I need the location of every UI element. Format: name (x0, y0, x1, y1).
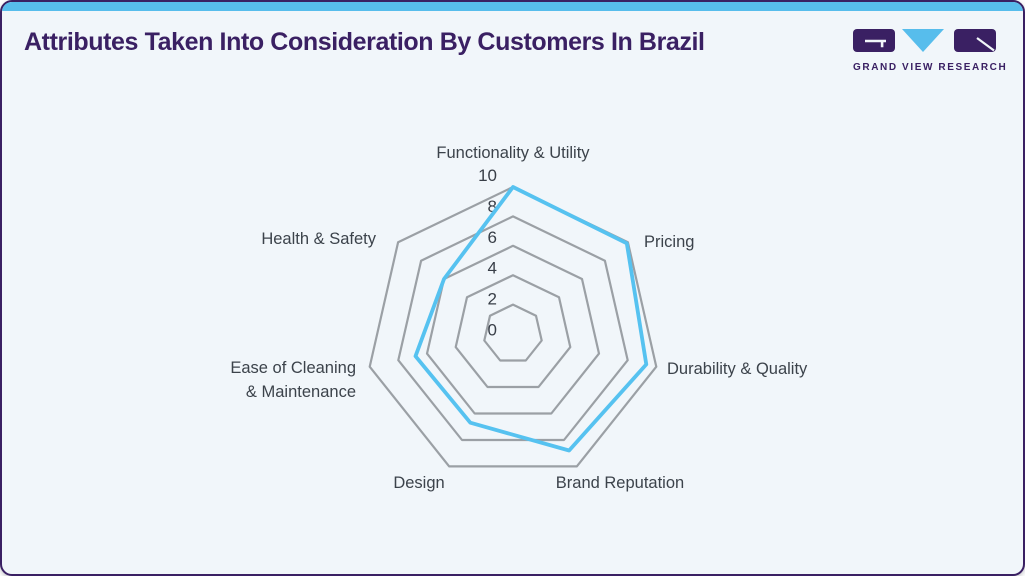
axis-label-1: Pricing (644, 233, 694, 251)
axis-label-2: Durability & Quality (667, 360, 808, 378)
tick-label-0: 0 (488, 321, 497, 340)
tick-label-8: 8 (488, 197, 497, 216)
gvr-logo-wordmark: GRAND VIEW RESEARCH (853, 62, 1008, 73)
axis-label-6: Health & Safety (261, 230, 376, 248)
axis-label-4: Design (393, 474, 444, 492)
grid-ring-6 (425, 244, 601, 415)
gvr-logo-icon (853, 29, 996, 52)
tick-label-6: 6 (488, 228, 497, 247)
tick-label-10: 10 (478, 166, 497, 185)
page-title: Attributes Taken Into Consideration By C… (24, 28, 705, 56)
logo-r-leg (976, 37, 995, 52)
tick-label-2: 2 (488, 290, 497, 309)
grid-ring-8 (397, 215, 629, 442)
data-series-polygon (413, 185, 649, 453)
gvr-logo: GRAND VIEW RESEARCH (853, 29, 1008, 73)
axis-label-5: Ease of Cleaning (230, 359, 356, 377)
axis-label-5: & Maintenance (246, 383, 356, 401)
logo-g-slot (865, 39, 886, 48)
grid-ring-4 (454, 274, 572, 389)
axis-label-3: Brand Reputation (556, 474, 684, 492)
grid-ring-10 (368, 185, 658, 468)
card-top-accent-bar (2, 2, 1023, 11)
logo-v-triangle-icon (902, 29, 944, 52)
axis-label-0: Functionality & Utility (436, 144, 590, 162)
tick-label-4: 4 (488, 259, 497, 278)
grid-ring-2 (483, 303, 543, 362)
logo-r-block (954, 29, 996, 52)
